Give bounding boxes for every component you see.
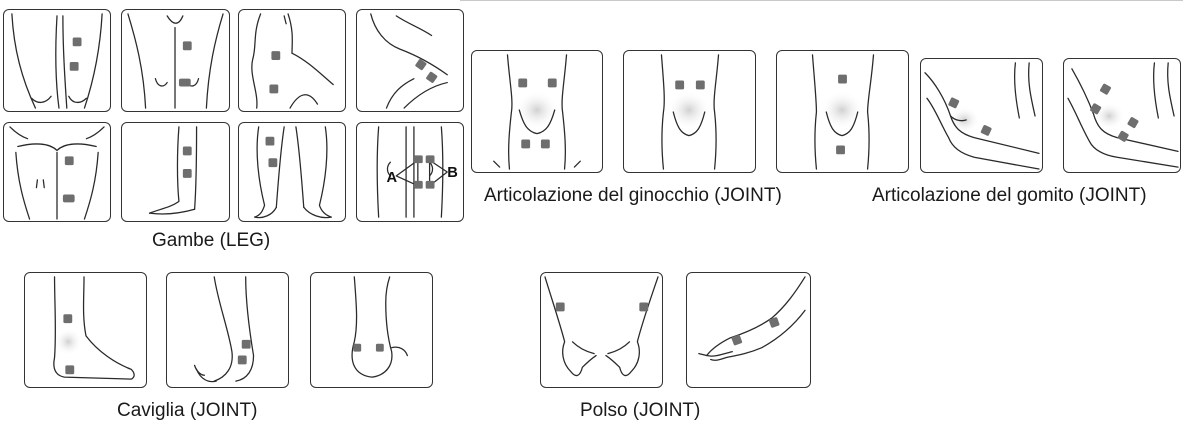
ankle-panel-2 — [166, 272, 289, 388]
leg-panel-front-shin — [121, 122, 230, 222]
leg-panel-calves — [238, 122, 346, 222]
caption-ankle: Caviglia (JOINT) — [117, 400, 257, 422]
caption-leg: Gambe (LEG) — [152, 230, 270, 252]
leg-panel-back-thighs — [3, 122, 111, 222]
ankle-panel-3 — [310, 272, 433, 388]
caption-knee: Articolazione del ginocchio (JOINT) — [484, 185, 782, 207]
leg-panel-front-full — [121, 9, 230, 112]
label-a: A — [386, 170, 397, 186]
leg-panel-knee-ab: A B — [356, 122, 464, 222]
wrist-panel-2 — [686, 272, 811, 388]
label-b: B — [447, 165, 458, 181]
knee-panel-3 — [776, 50, 909, 173]
wrist-panel-1 — [540, 272, 663, 388]
caption-elbow: Articolazione del gomito (JOINT) — [872, 185, 1147, 207]
leg-panel-front-thighs — [3, 9, 111, 112]
leg-panel-bent-knee — [356, 9, 464, 112]
top-divider — [460, 0, 1183, 1]
caption-wrist: Polso (JOINT) — [580, 400, 700, 422]
elbow-panel-1 — [920, 58, 1043, 173]
ankle-panel-1 — [24, 272, 147, 388]
knee-panel-2 — [623, 50, 756, 173]
elbow-panel-2 — [1063, 58, 1181, 173]
knee-panel-1 — [471, 50, 603, 173]
leg-panel-side-thigh — [238, 9, 346, 112]
